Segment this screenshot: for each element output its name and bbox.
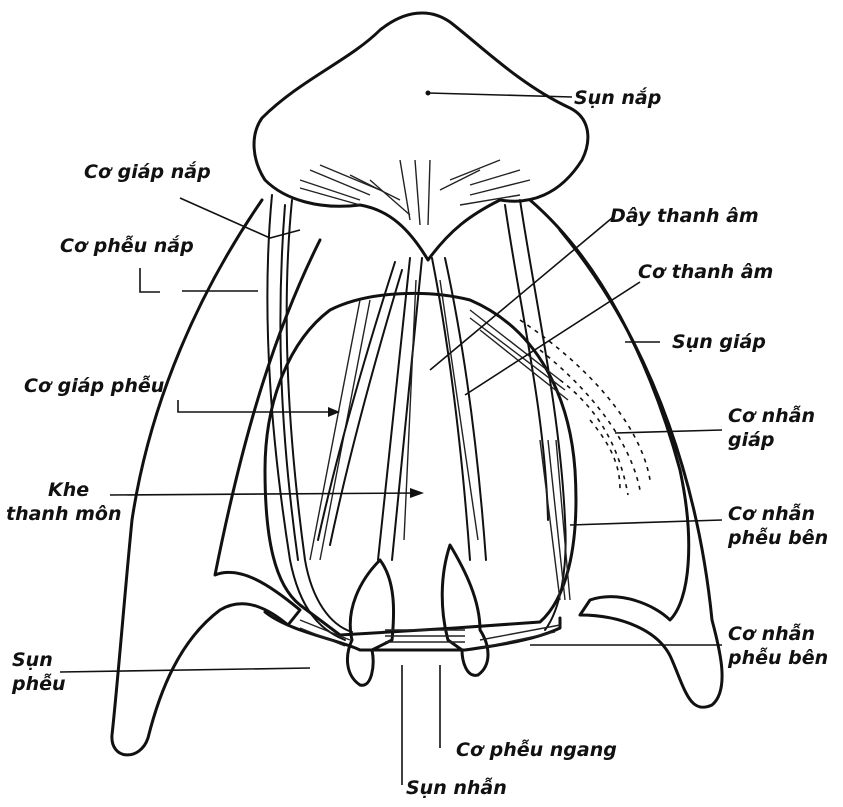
label-thyroid-cartilage: Sụn giáp (672, 330, 766, 354)
label-rima-line2: thanh môn (6, 502, 121, 526)
label-rima-glottidis: Khe thanh môn (40, 478, 121, 526)
left-arytenoid (347, 560, 393, 685)
label-arytenoid-cartilage: Sụn phễu (12, 648, 66, 696)
label-lca2-line2: phễu bên (728, 646, 828, 670)
right-arytenoid (442, 545, 488, 675)
label-epiglottis: Sụn nắp (574, 86, 661, 110)
label-vocal-cord: Dây thanh âm (610, 204, 759, 228)
label-cricoid-cartilage: Sụn nhẫn (406, 776, 507, 800)
label-lateral-cricoarytenoid-1: Cơ nhẫn phễu bên (728, 502, 828, 550)
label-arytenoid-line1: Sụn (12, 648, 66, 672)
label-vocalis-muscle: Cơ thanh âm (638, 260, 773, 284)
label-cricothyroid-line1: Cơ nhẫn (728, 404, 815, 428)
label-cricothyroid-muscle: Cơ nhẫn giáp (728, 404, 815, 452)
label-transverse-arytenoid: Cơ phễu ngang (456, 738, 617, 762)
label-cricothyroid-line2: giáp (728, 428, 815, 452)
label-lca2-line1: Cơ nhẫn (728, 622, 828, 646)
thyroarytenoid-band (318, 262, 395, 540)
label-lca1-line2: phễu bên (728, 526, 828, 550)
label-aryepiglottic-muscle: Cơ phễu nắp (60, 234, 194, 258)
label-arytenoid-line2: phễu (12, 672, 66, 696)
epiglottis-hatching (300, 160, 530, 225)
label-rima-line1: Khe (40, 478, 121, 502)
epiglottis (254, 13, 588, 260)
label-lca1-line1: Cơ nhẫn (728, 502, 828, 526)
label-lateral-cricoarytenoid-2: Cơ nhẫn phễu bên (728, 622, 828, 670)
label-thyroepiglottic-muscle: Cơ giáp nắp (84, 160, 211, 184)
label-thyroarytenoid-muscle: Cơ giáp phễu (24, 374, 164, 398)
right-long-muscle-band (520, 200, 566, 630)
